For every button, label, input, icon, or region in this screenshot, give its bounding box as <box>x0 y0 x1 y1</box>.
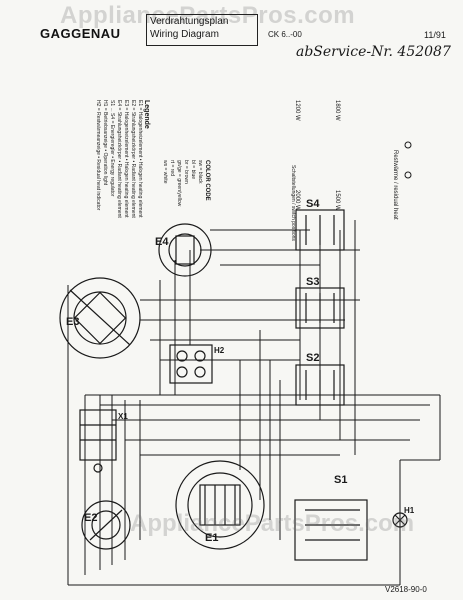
document-number: CK 6..-00 <box>268 30 302 39</box>
s1-switch-body <box>294 499 368 561</box>
s2-switch-body <box>295 364 345 406</box>
h1-indicator-lamp <box>392 512 408 528</box>
s2-label: S2 <box>306 352 320 364</box>
e4-heating-element <box>158 223 212 277</box>
s3-label: S3 <box>306 276 320 288</box>
document-date: 11/91 <box>424 30 446 40</box>
e1-label: E1 <box>205 532 219 544</box>
title-box <box>146 14 258 46</box>
brand-logo: GAGGENAU <box>40 26 121 41</box>
e3-label: E3 <box>66 316 80 328</box>
title-english: Wiring Diagram <box>150 29 219 40</box>
residual-heat-symbols <box>404 141 412 179</box>
s3-switch-body <box>295 287 345 329</box>
h1-label: H1 <box>404 506 415 515</box>
drawing-number: V2618-90-0 <box>385 585 427 594</box>
x1-label: X1 <box>118 412 128 421</box>
e2-heating-element <box>81 500 131 550</box>
e4-label: E4 <box>155 236 169 248</box>
handwritten-service-number: abService-Nr. 452087 <box>296 44 451 60</box>
e1-heating-element <box>175 460 265 550</box>
x1-terminal-block <box>79 409 117 473</box>
watermark-top: AppliancePartsPros.com <box>60 2 356 29</box>
h2-indicator-block <box>169 344 213 384</box>
e3-heating-element <box>59 277 141 359</box>
s4-label: S4 <box>306 198 320 210</box>
s4-switch-body <box>295 209 345 251</box>
h2-label: H2 <box>214 346 225 355</box>
watermark-bottom: AppliancePartsPros.com <box>130 510 415 537</box>
s1-label: S1 <box>334 474 348 486</box>
e2-label: E2 <box>84 512 98 524</box>
title-german: Verdrahtungsplan <box>150 16 229 27</box>
